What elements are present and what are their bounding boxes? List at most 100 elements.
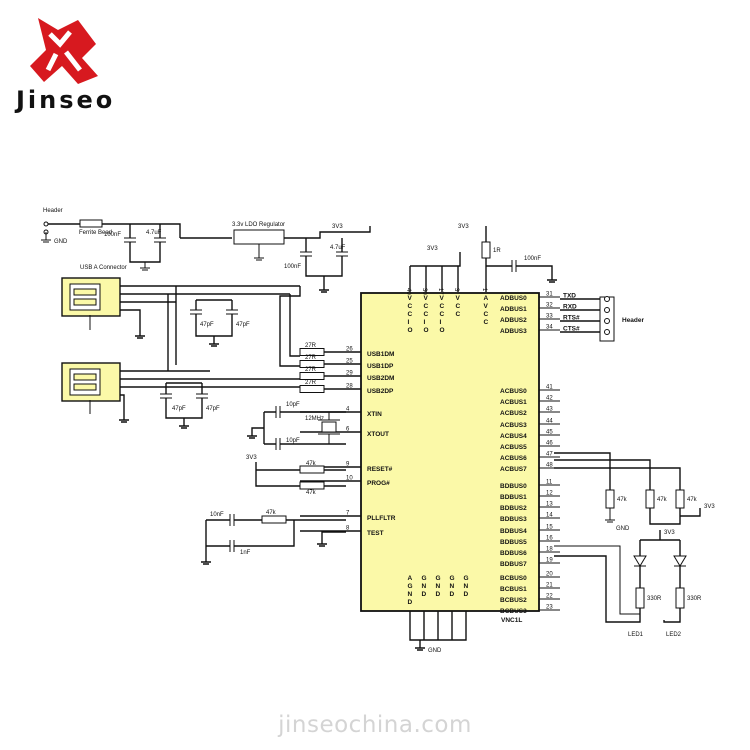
- chip-right-pin-name: BDBUS5: [500, 539, 527, 546]
- svg-text:100nF: 100nF: [284, 264, 301, 270]
- chip-top-pin-letter: V: [456, 295, 461, 302]
- chip-right-pin-number: 22: [546, 594, 553, 600]
- chip-bottom-pin-letter: N: [422, 583, 427, 590]
- chip-right-pin-number: 34: [546, 325, 553, 331]
- chip-top-pin-letter: V: [440, 295, 445, 302]
- header-pin-icon: [604, 296, 610, 302]
- chip-bottom-pin-letter: G: [464, 575, 469, 582]
- chip-right-pin-number: 48: [546, 463, 553, 469]
- chip-top-pin-letter: C: [484, 319, 489, 326]
- svg-text:10pF: 10pF: [286, 402, 300, 408]
- chip-left-pin-name: USB1DM: [367, 351, 394, 358]
- vcc-rail: 3V3 3V3 1R 100nF: [409, 224, 557, 292]
- chip-left-pin-number: 25: [346, 359, 353, 365]
- header-right-label: Header: [622, 317, 645, 324]
- chip-top-pin-letter: C: [440, 311, 445, 318]
- uart-signal-label: RTS#: [563, 315, 580, 322]
- chip-left-pin-name: XTOUT: [367, 431, 389, 438]
- chip-left-pin-number: 6: [346, 427, 350, 433]
- chip-left-pin-name: RESET#: [367, 466, 393, 473]
- brand-logo-icon: [30, 18, 98, 84]
- chip-right-pin-number: 20: [546, 572, 553, 578]
- chip-right-pins: 31ADBUS032ADBUS133ADBUS234ADBUS341ACBUS0…: [500, 292, 560, 615]
- chip-right-pin-number: 21: [546, 583, 553, 589]
- chip-top-pin-letter: V: [424, 295, 429, 302]
- svg-text:330R: 330R: [687, 596, 702, 602]
- chip-top-pin-letter: A: [484, 295, 489, 302]
- chip-right-pin-number: 15: [546, 525, 553, 531]
- chip-bottom-pin-letter: G: [422, 575, 427, 582]
- chip-right-pin-number: 43: [546, 407, 553, 413]
- usb-connector-1: USB A Connector: [61, 265, 300, 339]
- svg-text:3V3: 3V3: [246, 455, 257, 461]
- chip-right-pin-name: ACBUS7: [500, 466, 527, 473]
- chip-left-pin-number: 28: [346, 384, 353, 390]
- bottom-ground: GND: [409, 611, 467, 654]
- svg-text:4.7uF: 4.7uF: [146, 230, 162, 236]
- chip-right-pin-name: ACBUS4: [500, 433, 527, 440]
- usb-resistor-label: 27R: [305, 380, 317, 386]
- svg-text:10nF: 10nF: [210, 512, 224, 518]
- svg-text:47pF: 47pF: [200, 322, 214, 328]
- crystal: [321, 421, 337, 433]
- chip-right-pin-number: 11: [546, 480, 553, 486]
- chip-top-pin-letter: I: [440, 319, 442, 326]
- chip-top-pin-letter: V: [484, 303, 489, 310]
- chip-top-pin-number: 30: [421, 288, 427, 295]
- usb-series-resistor: [299, 372, 325, 380]
- chip-right-pin-number: 14: [546, 513, 553, 519]
- svg-text:1nF: 1nF: [240, 550, 251, 556]
- footer-watermark: jinseochina.com: [278, 712, 472, 738]
- chip-top-pin-letter: O: [440, 327, 445, 334]
- chip-bottom-pin-letter: D: [408, 599, 413, 606]
- chip-top-pin-letter: C: [484, 311, 489, 318]
- chip-left-pin-number: 7: [346, 511, 350, 517]
- chip-bottom-pin-letter: N: [436, 583, 441, 590]
- chip-left-pin-name: PROG#: [367, 480, 390, 487]
- chip-right-pin-name: BDBUS7: [500, 561, 527, 568]
- chip-top-pin-letter: C: [440, 303, 445, 310]
- reset-prog-section: 3V3 47k 47k: [246, 455, 346, 496]
- header-pin-icon: [604, 329, 610, 335]
- chip-top-pin-number: 17: [437, 288, 443, 295]
- chip-right-pin-number: 44: [546, 419, 553, 425]
- chip-left-pin-name: PLLFLTR: [367, 515, 396, 522]
- svg-text:47pF: 47pF: [206, 406, 220, 412]
- chip-right-pin-number: 18: [546, 547, 553, 553]
- svg-text:LED1: LED1: [628, 632, 644, 638]
- chip-bottom-pin-letter: D: [450, 591, 455, 598]
- svg-text:47k: 47k: [617, 497, 628, 503]
- svg-text:1R: 1R: [493, 248, 501, 254]
- chip-left-pin-number: 29: [346, 371, 353, 377]
- chip-bottom-pin-letter: D: [436, 591, 441, 598]
- svg-text:47pF: 47pF: [236, 322, 250, 328]
- chip-right-pin-name: ACBUS3: [500, 422, 527, 429]
- chip-right-pin-name: BCBUS0: [500, 575, 527, 582]
- chip-right-pin-name: BCBUS3: [500, 608, 527, 615]
- usb-connector-2: [61, 315, 300, 423]
- ferrite-bead: [79, 219, 103, 228]
- chip-bottom-pin-letter: D: [422, 591, 427, 598]
- chip-right-pin-number: 19: [546, 558, 553, 564]
- chip-right-pin-name: BDBUS1: [500, 494, 527, 501]
- chip-bottom-pin-letter: N: [464, 583, 469, 590]
- header-pin-icon: [604, 307, 610, 313]
- svg-text:47k: 47k: [657, 497, 668, 503]
- chip-left-pin-number: 10: [346, 476, 353, 482]
- chip-right-pin-name: ADBUS0: [500, 295, 527, 302]
- header-top-label: Header: [43, 208, 63, 214]
- svg-text:10pF: 10pF: [286, 438, 300, 444]
- chip-right-pin-name: ACBUS0: [500, 388, 527, 395]
- chip-right-pin-name: ACBUS2: [500, 410, 527, 417]
- chip-top-pin-letter: C: [424, 311, 429, 318]
- chip-right-pin-name: ADBUS3: [500, 328, 527, 335]
- chip-name: VNC1L: [501, 617, 522, 624]
- ldo-regulator: [233, 229, 285, 245]
- chip-right-pin-number: 41: [546, 385, 553, 391]
- chip-bottom-pin-letter: A: [408, 575, 413, 582]
- chip-top-pin-letter: O: [408, 327, 413, 334]
